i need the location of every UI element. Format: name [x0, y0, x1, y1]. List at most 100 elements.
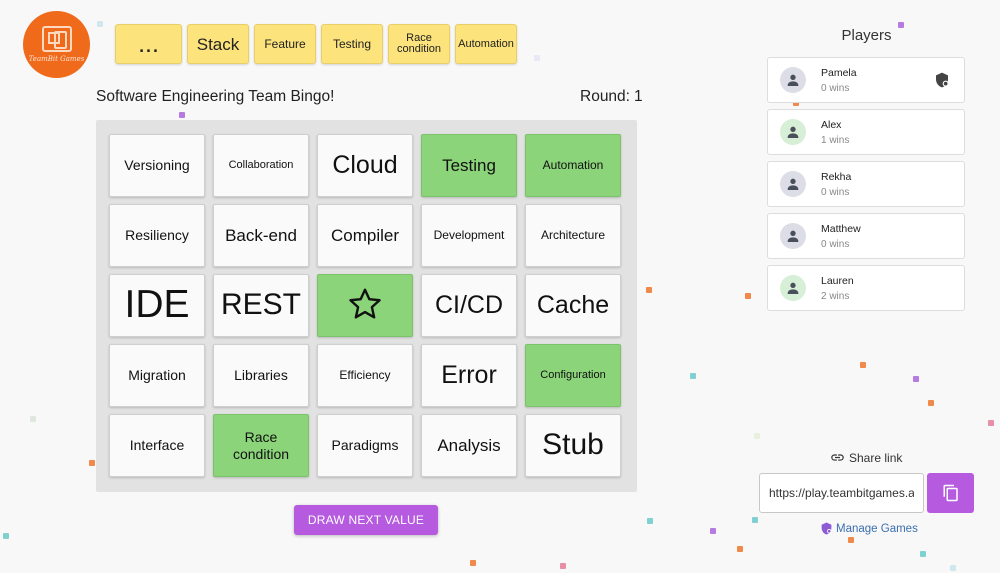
bingo-cell-label: Cache	[536, 291, 610, 320]
link-icon	[831, 454, 844, 461]
bingo-cell[interactable]: Development	[421, 204, 517, 267]
round-indicator: Round:1	[576, 88, 643, 106]
bingo-cell-label: Interface	[129, 437, 185, 454]
bingo-cell-label: Race condition	[232, 429, 290, 462]
bingo-cell-label: Versioning	[124, 157, 190, 174]
share-link-text: Share link	[849, 450, 903, 465]
bingo-cell[interactable]: IDE	[109, 274, 205, 337]
bingo-cell[interactable]: Libraries	[213, 344, 309, 407]
bingo-cell[interactable]: Error	[421, 344, 517, 407]
bingo-cell[interactable]: Cache	[525, 274, 621, 337]
bingo-cell-label: Automation	[542, 157, 604, 172]
bingo-cell-label: Configuration	[540, 369, 606, 382]
bingo-cell[interactable]: Stub	[525, 414, 621, 477]
bingo-cell[interactable]: Automation	[525, 134, 621, 197]
drawn-value-chip: Feature	[254, 24, 316, 64]
bingo-cell-label: Error	[441, 361, 497, 390]
bingo-cell[interactable]: REST	[213, 274, 309, 337]
bingo-cell[interactable]: Collaboration	[213, 134, 309, 197]
copy-icon	[943, 484, 958, 502]
player-wins: 0 wins	[821, 238, 850, 250]
bingo-cell[interactable]: Resiliency	[109, 204, 205, 267]
bingo-cell-label: Compiler	[330, 225, 400, 245]
bingo-cell-label: Back-end	[225, 225, 297, 245]
bingo-cell[interactable]: Back-end	[213, 204, 309, 267]
bingo-board: Versioning Collaboration Cloud Testing Autom…	[96, 120, 637, 492]
player-info: Lauren 2 wins	[821, 275, 854, 302]
player-name: Pamela	[821, 66, 857, 79]
person-icon	[780, 119, 806, 145]
bingo-cell-label: Development	[433, 227, 505, 242]
bingo-cell[interactable]: Paradigms	[317, 414, 413, 477]
bingo-cell[interactable]: Architecture	[525, 204, 621, 267]
bingo-cell-label: Efficiency	[339, 367, 391, 382]
person-icon	[780, 67, 806, 93]
player-name: Alex	[821, 118, 842, 131]
bingo-cell-label: Collaboration	[228, 159, 294, 172]
logo-dice-icon	[41, 26, 72, 52]
draw-next-value-button[interactable]: DRAW NEXT VALUE	[294, 505, 438, 535]
bingo-cell-label: Resiliency	[125, 227, 189, 244]
manage-games-link[interactable]: Manage Games	[820, 522, 918, 535]
player-info: Pamela 0 wins	[821, 67, 857, 94]
share-link-label: Share link	[830, 450, 902, 465]
game-title: Software Engineering Team Bingo!	[96, 88, 335, 105]
bingo-cell[interactable]: Testing	[421, 134, 517, 197]
players-heading: Players	[841, 27, 892, 44]
bingo-cell-label: CI/CD	[434, 291, 504, 320]
bingo-cell[interactable]: Cloud	[317, 134, 413, 197]
copy-link-button[interactable]	[927, 473, 974, 513]
host-shield-icon	[934, 72, 950, 88]
bingo-cell-label: Testing	[442, 155, 496, 175]
drawn-value-chip: Stack	[187, 24, 249, 64]
player-name: Matthew	[821, 222, 861, 235]
player-wins: 0 wins	[821, 82, 850, 94]
player-wins: 1 wins	[821, 134, 850, 146]
bingo-cell-label: IDE	[124, 283, 190, 327]
player-card: Pamela 0 wins	[767, 57, 965, 103]
bingo-cell-label: Stub	[542, 428, 604, 462]
drawn-value-chip: Automation	[455, 24, 517, 64]
bingo-cell-label: Libraries	[234, 367, 288, 384]
bingo-cell-label: Analysis	[437, 435, 501, 455]
player-info: Matthew 0 wins	[821, 223, 861, 250]
bingo-cell[interactable]: Compiler	[317, 204, 413, 267]
player-card: Lauren 2 wins	[767, 265, 965, 311]
bingo-cell[interactable]: Interface	[109, 414, 205, 477]
star-icon	[347, 286, 383, 325]
bingo-cell-label: Architecture	[540, 227, 606, 242]
player-wins: 0 wins	[821, 186, 850, 198]
round-value: 1	[633, 88, 643, 105]
player-card: Matthew 0 wins	[767, 213, 965, 259]
person-icon	[780, 275, 806, 301]
player-wins: 2 wins	[821, 290, 850, 302]
logo-text: TeamBit Games	[28, 55, 85, 63]
drawn-value-chip: Race condition	[388, 24, 450, 64]
person-icon	[780, 171, 806, 197]
person-icon	[780, 223, 806, 249]
bingo-cell-free[interactable]	[317, 274, 413, 337]
manage-games-text: Manage Games	[836, 522, 918, 535]
drawn-value-chip: Testing	[321, 24, 383, 64]
share-link-input[interactable]	[759, 473, 924, 513]
bingo-cell[interactable]: Migration	[109, 344, 205, 407]
bingo-cell-label: Paradigms	[331, 437, 399, 454]
bingo-cell-label: Migration	[128, 367, 186, 384]
shield-icon	[821, 522, 832, 535]
player-name: Lauren	[821, 274, 854, 287]
bingo-cell[interactable]: Efficiency	[317, 344, 413, 407]
bingo-cell-label: REST	[220, 288, 301, 322]
bingo-cell[interactable]: Race condition	[213, 414, 309, 477]
player-card: Alex 1 wins	[767, 109, 965, 155]
bingo-cell[interactable]: CI/CD	[421, 274, 517, 337]
player-info: Alex 1 wins	[821, 119, 849, 146]
bingo-cell[interactable]: Versioning	[109, 134, 205, 197]
bingo-cell[interactable]: Analysis	[421, 414, 517, 477]
bingo-cell-label: Cloud	[332, 151, 398, 180]
teambit-logo[interactable]: TeamBit Games	[23, 11, 90, 78]
bingo-cell[interactable]: Configuration	[525, 344, 621, 407]
